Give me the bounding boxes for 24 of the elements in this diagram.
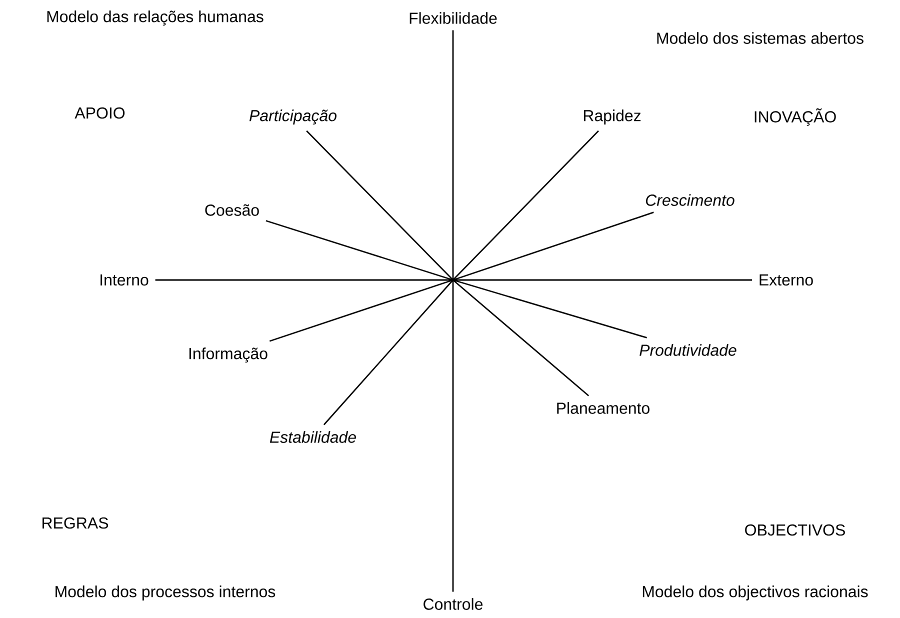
dimension-label: Produtividade	[640, 344, 736, 356]
model-name: Modelo dos processos internos	[56, 586, 276, 600]
dimension-label: Estabilidade	[270, 431, 356, 443]
line	[323, 130, 599, 426]
quadrant-name: APOIO	[74, 107, 125, 119]
axis-label: Controle	[424, 598, 483, 610]
quadrant-name: INOVAÇÃO	[754, 108, 836, 126]
line	[452, 30, 454, 592]
axis-label: Interno	[100, 274, 148, 286]
dimension-label: Crescimento	[646, 194, 734, 206]
model-name: Modelo dos sistemas abertos	[657, 32, 864, 44]
dimension-label: Rapidez	[584, 110, 641, 124]
dimension-label: Participação	[249, 110, 336, 124]
quadrant-name: REGRAS	[42, 517, 108, 529]
model-name: Modelo das relações humanas	[47, 10, 264, 26]
quadrant-name: OBJECTIVOS	[745, 524, 845, 536]
dimension-label: Planeamento	[557, 402, 650, 414]
line	[155, 279, 752, 281]
dimension-label: Coesão	[205, 204, 259, 216]
axis-label: Flexibilidade	[410, 12, 497, 24]
line	[306, 130, 590, 396]
dimension-label: Informação	[189, 348, 268, 362]
axis-label: Externo	[760, 274, 813, 286]
model-name: Modelo dos objectivos racionais	[642, 586, 868, 600]
